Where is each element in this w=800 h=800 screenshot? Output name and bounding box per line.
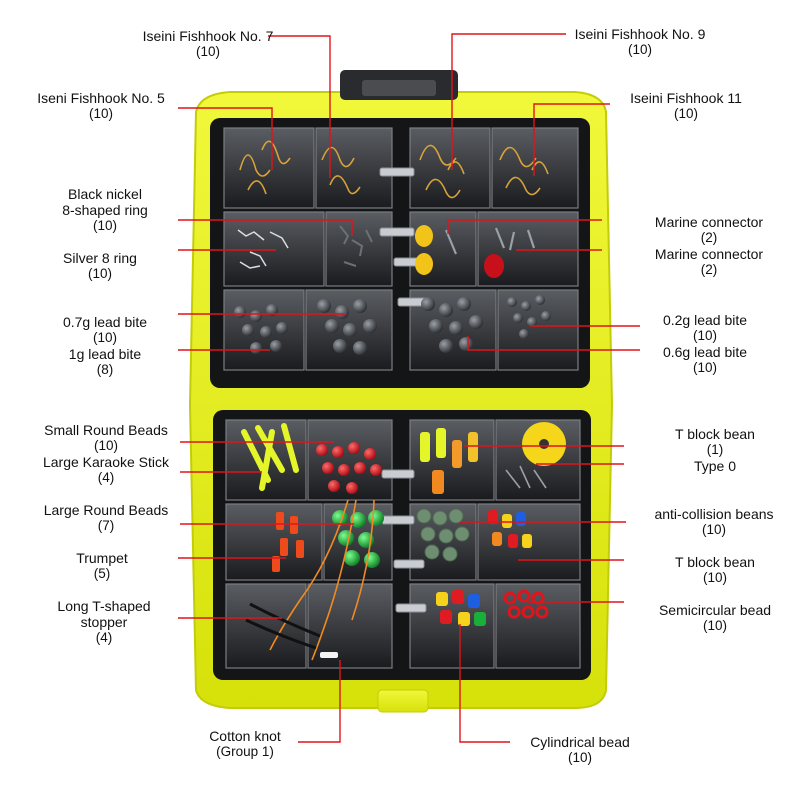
label-name: Semicircular bead [658, 602, 772, 618]
label-long-t-stopper: Long T-shaped stopper (4) [36, 598, 172, 646]
label-fishhook-5: Iseni Fishhook No. 5 (10) [6, 90, 196, 122]
label-count: (10) [702, 618, 727, 633]
label-marine-connector-1: Marine connector (2) [624, 214, 794, 246]
label-count: (5) [93, 566, 111, 581]
leader-hook5 [178, 107, 273, 170]
label-t-block-bean-1: T block bean (1) [650, 426, 780, 458]
label-t-block-bean-2: T block bean (10) [650, 554, 780, 586]
label-count: (2) [700, 230, 718, 245]
label-name: Small Round Beads [44, 422, 168, 438]
label-count: (10) [92, 218, 117, 233]
label-count: (10) [92, 330, 117, 345]
label-count: (7) [97, 518, 115, 533]
label-count: (10) [88, 106, 113, 121]
label-count: (8) [96, 362, 114, 377]
leader-hook11 [533, 103, 610, 176]
label-name: T block bean [675, 554, 755, 570]
label-lead-02: 0.2g lead bite (10) [640, 312, 770, 344]
label-count: (10) [692, 328, 717, 343]
label-name: Iseni Fishhook No. 5 [37, 90, 165, 106]
floats-beads [241, 422, 566, 661]
leader-hook9 [451, 33, 566, 170]
label-fishhook-7: Iseini Fishhook No. 7 (10) [108, 28, 308, 60]
label-silver-ring: Silver 8 ring (10) [40, 250, 160, 282]
label-name: 0.6g lead bite [662, 344, 748, 360]
label-name: Iseini Fishhook 11 [630, 90, 742, 106]
label-count: (10) [673, 106, 698, 121]
label-name: anti-collision beans [654, 506, 774, 522]
leader-marine1 [447, 219, 602, 234]
label-name: Silver 8 ring [63, 250, 137, 266]
label-count: (10) [567, 750, 592, 765]
label-large-round-beads: Large Round Beads (7) [18, 502, 194, 534]
label-name: Trumpet [76, 550, 128, 566]
label-fishhook-11: Iseini Fishhook 11 (10) [596, 90, 776, 122]
label-name: Cotton knot [209, 728, 281, 744]
fishhooks [239, 140, 549, 199]
label-count: (2) [700, 262, 718, 277]
label-name: 0.2g lead bite [662, 312, 748, 328]
label-karaoke-stick: Large Karaoke Stick (4) [18, 454, 194, 486]
label-name: 0.7g lead bite [62, 314, 148, 330]
label-fishhook-9: Iseini Fishhook No. 9 (10) [540, 26, 740, 58]
label-count: (10) [195, 44, 220, 59]
label-count: (1) [706, 442, 724, 457]
leader-cotton [298, 660, 341, 743]
label-type-0: Type 0 [660, 458, 770, 474]
leader-lead06 [467, 336, 640, 351]
label-name: T block bean [675, 426, 755, 442]
label-name: Marine connector [654, 214, 764, 230]
label-black-nickel-ring: Black nickel 8-shaped ring (10) [30, 186, 180, 234]
label-name-line2: stopper [80, 614, 128, 630]
label-name: Long T-shaped [57, 598, 151, 614]
lead-bites [234, 295, 551, 355]
label-count: (4) [97, 470, 115, 485]
leader-hook7 [268, 35, 331, 178]
label-marine-connector-2: Marine connector (2) [624, 246, 794, 278]
label-count: (Group 1) [216, 744, 274, 759]
label-semicircular-bead: Semicircular bead (10) [630, 602, 800, 634]
label-count: (10) [701, 522, 726, 537]
hinges [379, 167, 429, 613]
label-small-round-beads: Small Round Beads (10) [22, 422, 190, 454]
label-lead-06: 0.6g lead bite (10) [640, 344, 770, 376]
label-lead-1: 1g lead bite (8) [50, 346, 160, 378]
label-name: Marine connector [654, 246, 764, 262]
label-name: Iseini Fishhook No. 7 [142, 28, 274, 44]
label-count: (10) [87, 266, 112, 281]
label-name: Large Round Beads [43, 502, 169, 518]
label-lead-07: 0.7g lead bite (10) [40, 314, 170, 346]
label-name: Type 0 [693, 458, 737, 474]
label-cylindrical-bead: Cylindrical bead (10) [510, 734, 650, 766]
label-name: Iseini Fishhook No. 9 [574, 26, 706, 42]
label-anti-collision: anti-collision beans (10) [628, 506, 800, 538]
label-name: 1g lead bite [68, 346, 142, 362]
label-count: (10) [692, 360, 717, 375]
label-name: Cylindrical bead [530, 734, 630, 750]
label-name: Black nickel [68, 186, 142, 202]
label-count: (10) [702, 570, 727, 585]
label-name-line2: 8-shaped ring [62, 202, 148, 218]
leader-lines [178, 33, 640, 743]
label-count: (4) [95, 630, 113, 645]
rings-connectors [237, 225, 536, 278]
label-count: (10) [93, 438, 118, 453]
label-count: (10) [627, 42, 652, 57]
label-name: Large Karaoke Stick [42, 454, 170, 470]
label-trumpet: Trumpet (5) [52, 550, 152, 582]
label-cotton-knot: Cotton knot (Group 1) [190, 728, 300, 760]
leader-cyl [459, 624, 510, 743]
leader-black-ring [178, 219, 353, 236]
